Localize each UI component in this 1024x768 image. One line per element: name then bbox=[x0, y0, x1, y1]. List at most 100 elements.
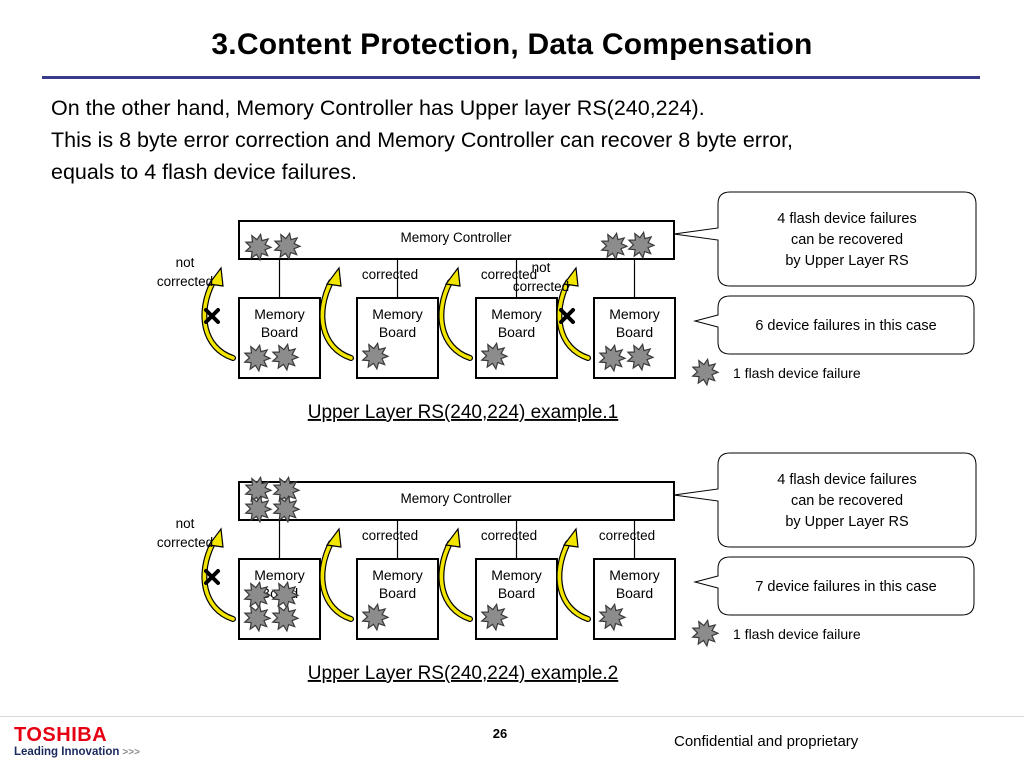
arrowhead bbox=[444, 266, 461, 287]
tagline-text: Leading Innovation bbox=[14, 746, 120, 758]
memory-controller-label: Memory Controller bbox=[400, 491, 512, 506]
title-underline bbox=[42, 76, 980, 79]
not-corrected-label: not bbox=[532, 260, 551, 275]
not-corrected-label: not bbox=[176, 255, 195, 270]
flash-failure-icon bbox=[480, 602, 509, 632]
x-mark-icon bbox=[204, 569, 220, 585]
arrow-body bbox=[320, 541, 353, 621]
memory-board-label: Board bbox=[616, 585, 653, 601]
corrected-label: corrected bbox=[362, 267, 418, 282]
callout-text: can be recovered bbox=[791, 232, 903, 248]
memory-board-label: Memory bbox=[254, 306, 305, 322]
x-mark-stroke bbox=[559, 308, 575, 324]
flash-failure-icon bbox=[691, 618, 720, 648]
callout-text: can be recovered bbox=[791, 493, 903, 509]
arrow-body bbox=[202, 541, 235, 621]
callout-text: by Upper Layer RS bbox=[785, 514, 908, 530]
flash-failure-icon bbox=[626, 342, 655, 372]
memory-board-label: Memory bbox=[491, 306, 542, 322]
not-corrected-label: corrected bbox=[513, 279, 569, 294]
slide-title: 3.Content Protection, Data Compensation bbox=[211, 28, 813, 61]
arrowhead bbox=[325, 527, 342, 548]
callout-box bbox=[693, 295, 975, 355]
toshiba-logo: TOSHIBA bbox=[14, 724, 108, 746]
memory-controller-box bbox=[238, 481, 675, 521]
curved-arrow-icon bbox=[556, 266, 591, 361]
curved-arrow-icon bbox=[319, 527, 354, 622]
callout-box bbox=[693, 556, 975, 616]
flash-failure-icon bbox=[598, 343, 627, 373]
not-corrected-label: corrected bbox=[157, 535, 213, 550]
corrected-label: corrected bbox=[362, 528, 418, 543]
arrowhead bbox=[444, 527, 461, 548]
curved-arrow-icon bbox=[556, 527, 591, 622]
body-line-1: On the other hand, Memory Controller has… bbox=[51, 96, 705, 120]
flash-failure-icon bbox=[244, 475, 273, 505]
flash-failure-icon bbox=[273, 231, 302, 261]
callout-text: 4 flash device failures bbox=[777, 472, 916, 488]
arrow-body bbox=[557, 541, 590, 621]
memory-controller-box bbox=[238, 220, 675, 260]
memory-board-label: Board bbox=[498, 585, 535, 601]
flash-failure-icon bbox=[361, 602, 390, 632]
flash-failure-icon bbox=[691, 357, 720, 387]
arrowhead bbox=[207, 527, 224, 548]
flash-failure-icon bbox=[271, 580, 300, 610]
arrowhead bbox=[562, 527, 579, 548]
memory-board-label: Board bbox=[379, 585, 416, 601]
memory-board-label: Board bbox=[261, 324, 298, 340]
arrow-body bbox=[320, 280, 353, 360]
memory-board-label: Board bbox=[379, 324, 416, 340]
arrow-body bbox=[439, 541, 472, 621]
callout-case: 6 device failures in this case bbox=[693, 295, 975, 355]
callout-text: 7 device failures in this case bbox=[755, 579, 936, 595]
arrow-body bbox=[202, 280, 235, 360]
callout-box bbox=[673, 452, 977, 548]
curved-arrow-icon bbox=[319, 266, 354, 361]
callout-recover: 4 flash device failures can be recovered b… bbox=[673, 452, 977, 548]
legend-failure-label: 1 flash device failure bbox=[733, 365, 861, 381]
body-line-2: This is 8 byte error correction and Memo… bbox=[51, 128, 794, 152]
memory-board-label: Memory bbox=[372, 567, 423, 583]
page-number: 26 bbox=[492, 726, 508, 741]
callout-text: 4 flash device failures bbox=[777, 211, 916, 227]
footer-divider bbox=[0, 716, 1024, 717]
flash-failure-icon bbox=[243, 580, 272, 610]
memory-board-label: Memory bbox=[609, 306, 660, 322]
arrow-body bbox=[439, 280, 472, 360]
memory-board-label: Memory bbox=[254, 567, 305, 583]
corrected-label: corrected bbox=[599, 528, 655, 543]
flash-failure-icon bbox=[272, 494, 301, 524]
corrected-label: corrected bbox=[481, 267, 537, 282]
x-mark-stroke bbox=[204, 569, 220, 585]
confidential-notice: Confidential and proprietary bbox=[674, 733, 859, 750]
x-mark-icon bbox=[204, 308, 220, 324]
flash-failure-icon bbox=[480, 341, 509, 371]
not-corrected-label: not bbox=[176, 516, 195, 531]
flash-failure-icon bbox=[598, 602, 627, 632]
flash-failure-icon bbox=[243, 343, 272, 373]
body-text: On the other hand, Memory Controller has… bbox=[51, 92, 991, 188]
memory-board-label: Memory bbox=[372, 306, 423, 322]
arrowhead bbox=[562, 266, 579, 287]
flash-failure-icon bbox=[244, 494, 273, 524]
curved-arrow-icon bbox=[201, 527, 236, 622]
flash-failure-icon bbox=[271, 342, 300, 372]
memory-board-label: Memory bbox=[609, 567, 660, 583]
callout-case: 7 device failures in this case bbox=[693, 556, 975, 616]
flash-failure-icon bbox=[271, 603, 300, 633]
curved-arrow-icon bbox=[201, 266, 236, 361]
flash-failure-icon bbox=[272, 475, 301, 505]
flash-failure-icon bbox=[627, 230, 656, 260]
x-mark-icon bbox=[559, 308, 575, 324]
example-caption: Upper Layer RS(240,224) example.2 bbox=[308, 663, 619, 684]
body-line-3: equals to 4 flash device failures. bbox=[51, 160, 357, 184]
curved-arrow-icon bbox=[438, 527, 473, 622]
callout-box bbox=[673, 191, 977, 287]
callout-text: 6 device failures in this case bbox=[755, 318, 936, 334]
memory-controller-label: Memory Controller bbox=[400, 230, 512, 245]
flash-failure-icon bbox=[361, 341, 390, 371]
example-caption: Upper Layer RS(240,224) example.1 bbox=[308, 402, 619, 423]
flash-failure-icon bbox=[243, 603, 272, 633]
